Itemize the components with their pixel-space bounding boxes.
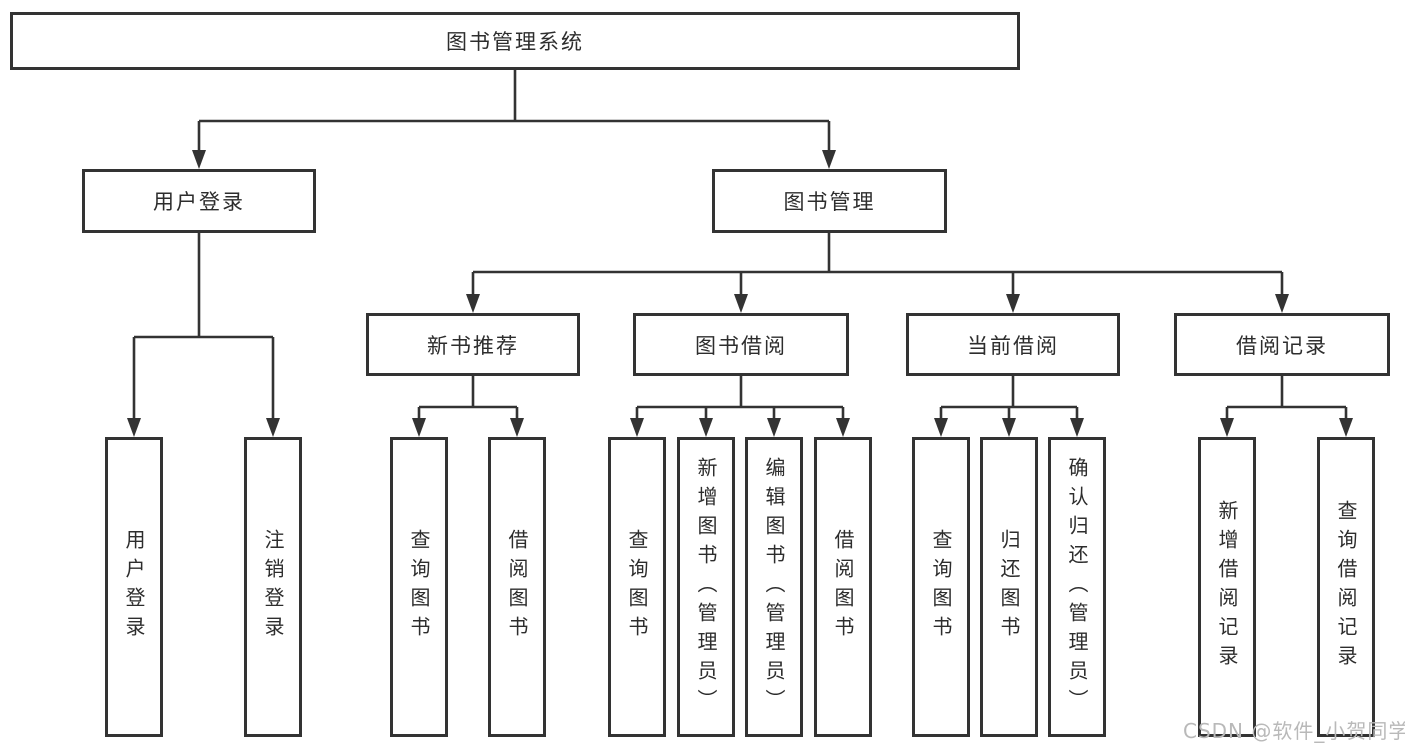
node-label: 当前借阅 — [967, 333, 1059, 358]
leaf-user-login: 用户登录 — [105, 437, 163, 737]
leaf-query-books-current: 查询图书 — [912, 437, 970, 737]
node-label: 注销登录 — [261, 529, 285, 645]
node-label: 新增借阅记录 — [1215, 500, 1239, 674]
csdn-watermark: CSDN @软件_小贺同学 — [1183, 719, 1405, 743]
leaf-query-books-borrowing: 查询图书 — [608, 437, 666, 737]
node-label: 图书管理系统 — [446, 30, 584, 54]
node-label: 图书借阅 — [695, 333, 787, 358]
node-new-book-recommendation: 新书推荐 — [366, 313, 580, 376]
node-label: 借阅记录 — [1236, 333, 1328, 358]
leaf-query-books-recommend: 查询图书 — [390, 437, 448, 737]
node-label: 用户登录 — [153, 190, 245, 214]
node-label: 查询图书 — [407, 529, 431, 645]
leaf-query-borrow-record: 查询借阅记录 — [1317, 437, 1375, 737]
leaf-logout: 注销登录 — [244, 437, 302, 737]
node-label: 查询借阅记录 — [1334, 500, 1358, 674]
leaf-return-book: 归还图书 — [980, 437, 1038, 737]
node-label: 确认归还（管理员） — [1065, 456, 1089, 718]
arrowhead-icons — [127, 150, 1353, 437]
node-label: 借阅图书 — [505, 529, 529, 645]
node-borrowing-records: 借阅记录 — [1174, 313, 1390, 376]
leaf-add-borrow-record: 新增借阅记录 — [1198, 437, 1256, 737]
leaf-confirm-return-admin: 确认归还（管理员） — [1048, 437, 1106, 737]
node-label: 查询图书 — [625, 529, 649, 645]
node-label: 新增图书（管理员） — [694, 456, 718, 718]
leaf-borrow-books-borrowing: 借阅图书 — [814, 437, 872, 737]
node-label: 用户登录 — [122, 529, 146, 645]
leaf-add-book-admin: 新增图书（管理员） — [677, 437, 735, 737]
leaf-edit-book-admin: 编辑图书（管理员） — [745, 437, 803, 737]
node-label: 查询图书 — [929, 529, 953, 645]
node-book-management: 图书管理 — [712, 169, 947, 233]
node-book-borrowing: 图书借阅 — [633, 313, 849, 376]
node-current-borrowing: 当前借阅 — [906, 313, 1120, 376]
node-label: 借阅图书 — [831, 529, 855, 645]
node-label: 新书推荐 — [427, 333, 519, 358]
node-label: 归还图书 — [997, 529, 1021, 645]
node-label: 编辑图书（管理员） — [762, 456, 786, 718]
node-user-login: 用户登录 — [82, 169, 316, 233]
node-library-system: 图书管理系统 — [10, 12, 1020, 70]
node-label: 图书管理 — [783, 190, 876, 214]
leaf-borrow-books-recommend: 借阅图书 — [488, 437, 546, 737]
